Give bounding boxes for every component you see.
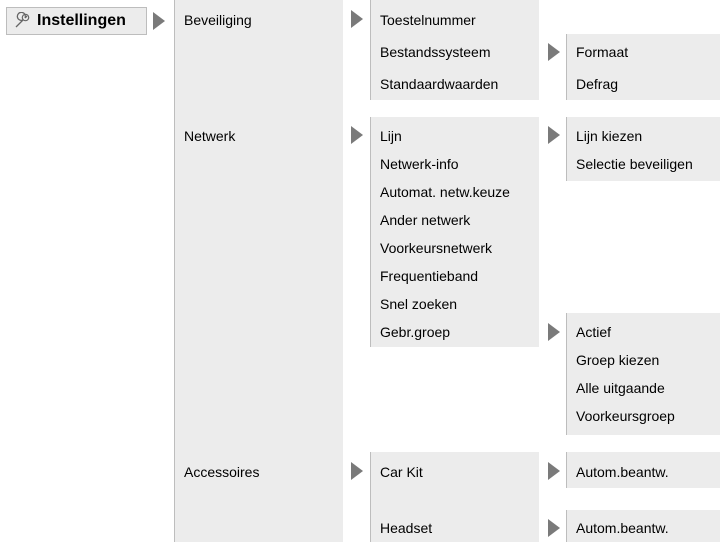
carkit-panel	[566, 452, 720, 488]
menu-item-netwerk-info[interactable]: Netwerk-info	[380, 156, 459, 172]
menu-item-carkit-autom-beantw[interactable]: Autom.beantw.	[576, 464, 669, 480]
menu-item-car-kit[interactable]: Car Kit	[380, 464, 423, 480]
menu-item-actief[interactable]: Actief	[576, 324, 612, 340]
arrow-right-icon	[548, 323, 560, 341]
accessoires-panel	[370, 452, 539, 542]
menu-item-snel-zoeken[interactable]: Snel zoeken	[380, 296, 458, 312]
arrow-right-icon	[548, 462, 560, 480]
lijn-panel	[566, 117, 720, 181]
menu-item-selectie-beveiligen[interactable]: Selectie beveiligen	[576, 156, 693, 172]
menu-root-instellingen[interactable]: Instellingen	[6, 7, 147, 35]
menu-item-accessoires[interactable]: Accessoires	[184, 464, 260, 480]
menu-item-voorkeursgroep[interactable]: Voorkeursgroep	[576, 408, 675, 424]
headset-panel	[566, 510, 720, 542]
arrow-right-icon	[548, 519, 560, 537]
menu-item-automat-netwkeuze[interactable]: Automat. netw.keuze	[380, 184, 510, 200]
gebrgroep-panel	[566, 313, 720, 435]
menu-item-lijn-kiezen[interactable]: Lijn kiezen	[576, 128, 643, 144]
menu-item-headset[interactable]: Headset	[380, 520, 433, 536]
menu-item-ander-netwerk[interactable]: Ander netwerk	[380, 212, 471, 228]
menu-item-bestandssysteem[interactable]: Bestandssysteem	[380, 44, 491, 60]
menu-item-lijn[interactable]: Lijn	[380, 128, 402, 144]
menu-item-beveiliging[interactable]: Beveiliging	[184, 12, 252, 28]
netwerk-panel	[370, 117, 539, 347]
menu-item-groep-kiezen[interactable]: Groep kiezen	[576, 352, 660, 368]
level1-panel	[174, 0, 343, 542]
wrench-icon	[15, 12, 30, 28]
menu-item-gebr-groep[interactable]: Gebr.groep	[380, 324, 451, 340]
menu-item-headset-autom-beantw[interactable]: Autom.beantw.	[576, 520, 669, 536]
menu-item-voorkeursnetwerk[interactable]: Voorkeursnetwerk	[380, 240, 493, 256]
bestandssysteem-panel	[566, 34, 720, 100]
arrow-right-icon	[351, 10, 363, 28]
root-label: Instellingen	[37, 12, 126, 29]
menu-item-netwerk[interactable]: Netwerk	[184, 128, 236, 144]
arrow-right-icon	[351, 126, 363, 144]
arrow-right-icon	[548, 126, 560, 144]
arrow-right-icon	[153, 12, 165, 30]
beveiliging-panel	[370, 0, 539, 100]
menu-item-frequentieband[interactable]: Frequentieband	[380, 268, 479, 284]
menu-item-standaardwaarden[interactable]: Standaardwaarden	[380, 76, 499, 92]
menu-item-defrag[interactable]: Defrag	[576, 76, 619, 92]
menu-item-alle-uitgaande[interactable]: Alle uitgaande	[576, 380, 665, 396]
menu-item-formaat[interactable]: Formaat	[576, 44, 629, 60]
arrow-right-icon	[548, 43, 560, 61]
arrow-right-icon	[351, 462, 363, 480]
menu-item-toestelnummer[interactable]: Toestelnummer	[380, 12, 476, 28]
